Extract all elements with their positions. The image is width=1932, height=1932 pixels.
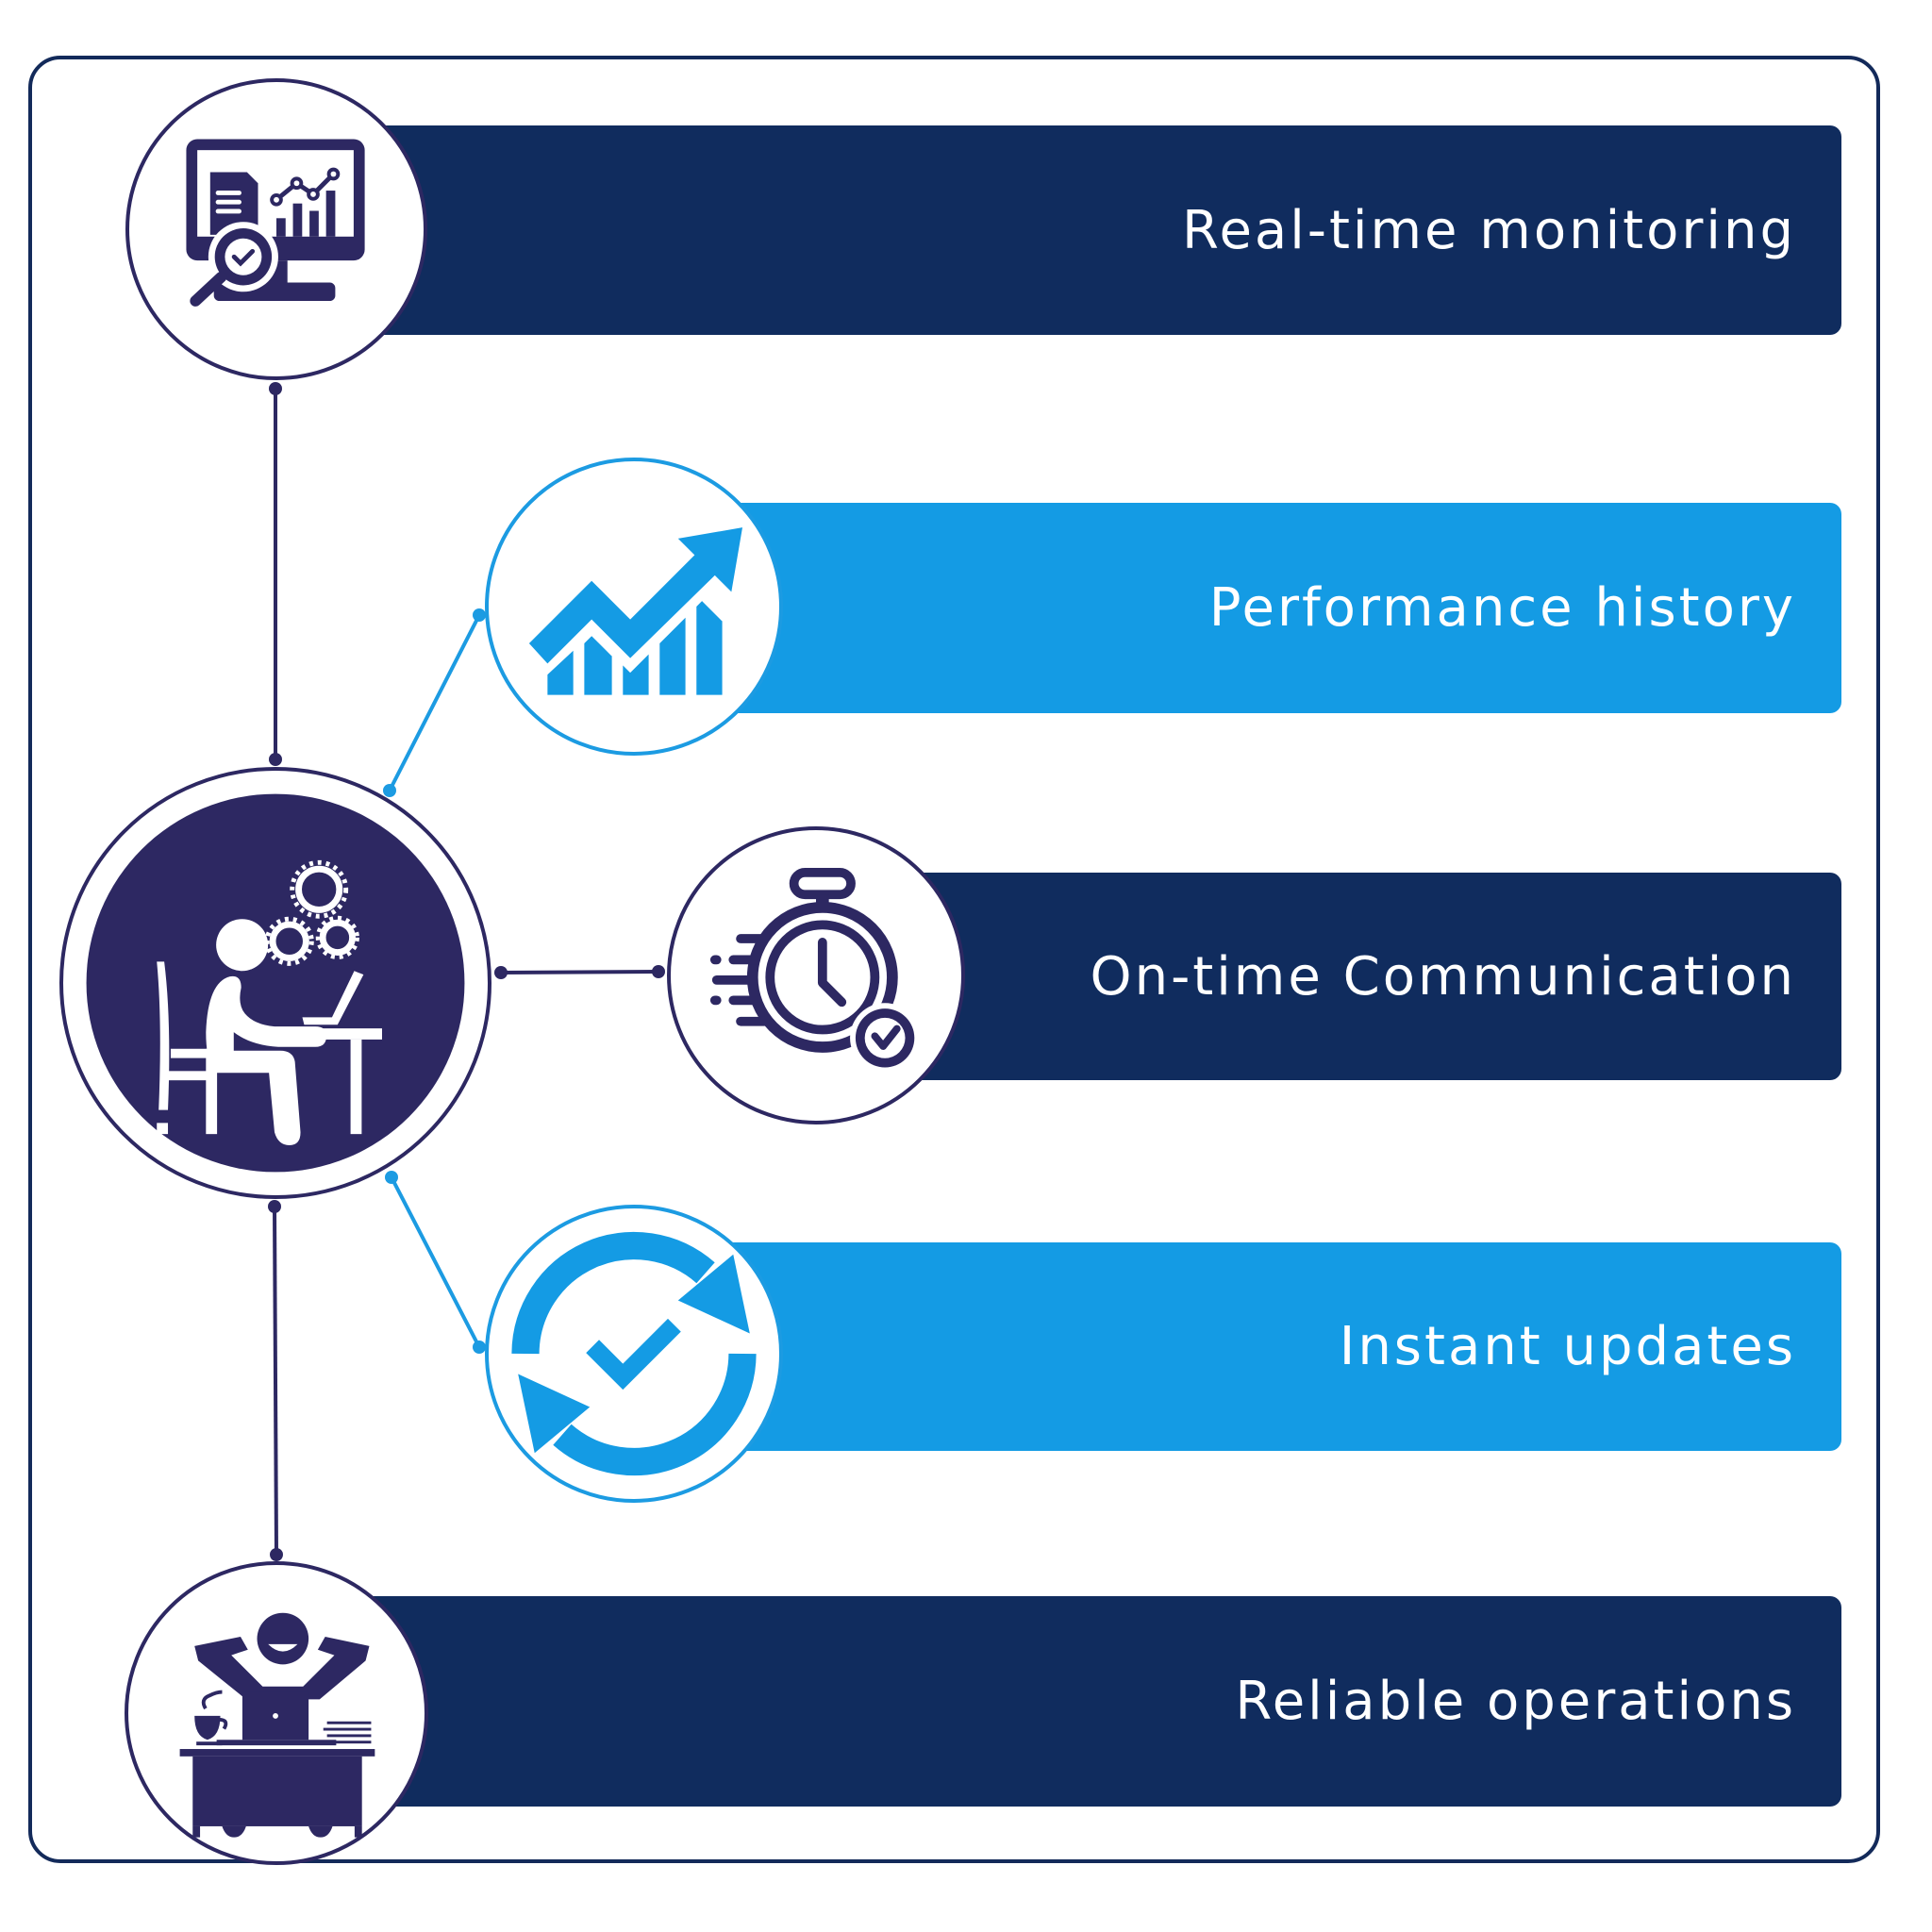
feature-icon-circle-communication bbox=[667, 826, 965, 1124]
feature-bar-instant-updates: Instant updates bbox=[660, 1242, 1841, 1451]
feature-label: Instant updates bbox=[1339, 1316, 1796, 1377]
feature-bar-real-time-monitoring: Real-time monitoring bbox=[311, 125, 1841, 335]
diagram-frame bbox=[28, 56, 1880, 1863]
monitor-analytics-magnifier-icon bbox=[186, 139, 365, 307]
person-working-at-laptop-with-gears-icon bbox=[86, 793, 465, 1173]
hub-circle bbox=[59, 767, 491, 1199]
feature-icon-circle-performance bbox=[485, 458, 783, 756]
feature-icon-circle-operations bbox=[125, 1561, 428, 1865]
feature-icon-circle-updates bbox=[485, 1205, 783, 1503]
feature-bar-on-time-communication: On-time Communication bbox=[849, 873, 1841, 1080]
feature-bar-reliable-operations: Reliable operations bbox=[311, 1596, 1841, 1807]
relaxed-person-at-desk-icon bbox=[179, 1612, 375, 1838]
feature-label: Performance history bbox=[1208, 577, 1796, 639]
feature-label: Reliable operations bbox=[1235, 1671, 1796, 1732]
stopwatch-check-icon bbox=[709, 867, 921, 1074]
growth-chart-arrow-icon bbox=[528, 527, 743, 695]
refresh-check-icon bbox=[511, 1231, 757, 1476]
feature-icon-circle-monitoring bbox=[125, 78, 427, 380]
feature-bar-performance-history: Performance history bbox=[660, 503, 1841, 713]
feature-label: Real-time monitoring bbox=[1182, 199, 1796, 261]
feature-label: On-time Communication bbox=[1090, 945, 1796, 1008]
